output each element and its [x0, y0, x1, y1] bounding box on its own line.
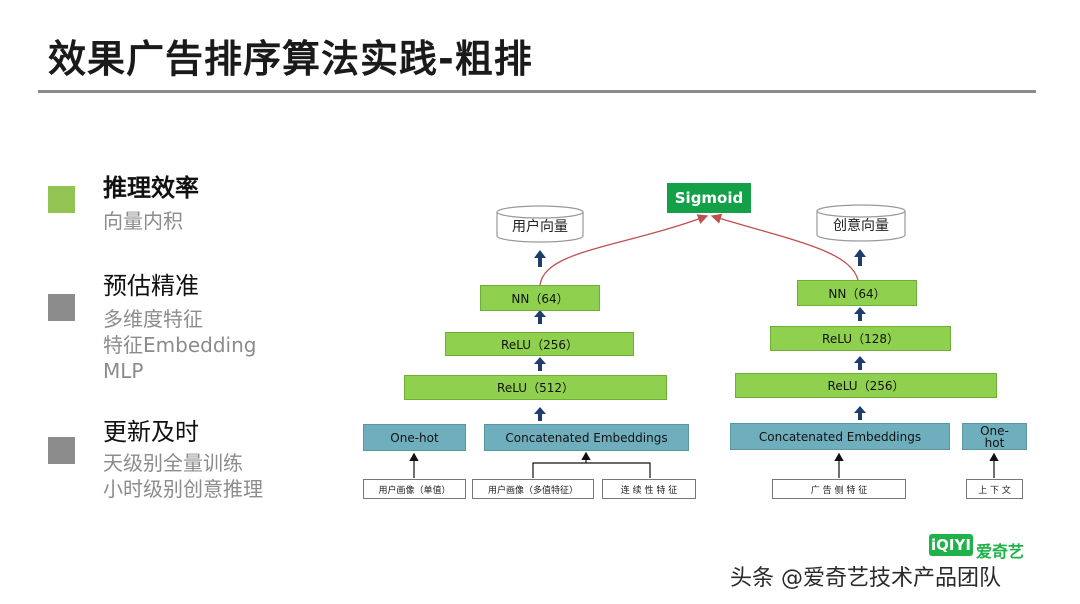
bullet-2-sub-3: MLP	[103, 359, 144, 383]
left-src-continuous: 连 续 性 特 征	[602, 479, 696, 499]
brand-name: 爱奇艺	[976, 542, 1025, 561]
user-vector-cylinder	[496, 205, 584, 243]
arrow-up-icon	[534, 310, 546, 324]
bullet-2-sub-2: 特征Embedding	[103, 333, 257, 357]
author-watermark: 头条 @爱奇艺技术产品团队	[730, 566, 1001, 591]
right-concat-embeddings: Concatenated Embeddings	[730, 423, 950, 450]
creative-to-sigmoid-edge	[710, 213, 859, 281]
right-src-context: 上 下 文	[966, 479, 1023, 499]
arrow-up-icon	[854, 406, 866, 420]
creative-vector-cylinder	[816, 204, 906, 242]
arrow-up-icon	[534, 357, 546, 371]
bullet-3-heading: 更新及时	[103, 418, 199, 446]
bullet-marker-2	[48, 294, 75, 321]
left-onehot: One-hot	[363, 424, 466, 451]
bullet-marker-1	[48, 186, 75, 213]
arrow-up-icon	[534, 407, 546, 421]
user-to-sigmoid-edge	[539, 214, 709, 286]
left-relu-512: ReLU（512）	[404, 375, 667, 400]
bullet-marker-3	[48, 437, 75, 464]
left-relu-256: ReLU（256）	[445, 332, 634, 356]
bullet-3-sub-2: 小时级别创意推理	[103, 477, 263, 501]
arrow-up-icon	[854, 356, 866, 370]
bullet-3-sub-1: 天级别全量训练	[103, 451, 243, 475]
bullet-1-heading: 推理效率	[103, 174, 199, 202]
arrow-up-icon	[534, 250, 546, 267]
left-concat-embeddings: Concatenated Embeddings	[484, 424, 689, 451]
right-onehot: One-hot	[962, 423, 1027, 450]
left-src-user-profile-multi: 用户画像（多值特征）	[472, 479, 594, 499]
bullet-2-heading: 预估精准	[103, 272, 199, 300]
left-src-user-profile-single: 用户画像（单值）	[363, 479, 466, 499]
page-title: 效果广告排序算法实践-粗排	[48, 37, 533, 81]
layer-arrows	[534, 249, 866, 421]
title-divider	[38, 90, 1036, 93]
iqiyi-logo: iQIYI	[929, 534, 973, 556]
bullet-1-sub-1: 向量内积	[103, 209, 183, 233]
arrow-up-icon	[854, 307, 866, 321]
source-arrows	[409, 451, 999, 478]
creative-vector-label: 创意向量	[833, 218, 889, 234]
right-src-ad-features: 广 告 侧 特 征	[772, 479, 906, 499]
bullet-2-sub-1: 多维度特征	[103, 307, 203, 331]
right-relu-128: ReLU（128）	[770, 326, 951, 351]
user-vector-label: 用户向量	[512, 219, 568, 235]
left-nn-64: NN（64）	[480, 285, 600, 311]
right-nn-64: NN（64）	[797, 280, 917, 306]
sigmoid-node: Sigmoid	[667, 183, 751, 213]
right-relu-256: ReLU（256）	[735, 373, 997, 398]
arrow-up-icon	[854, 249, 866, 266]
